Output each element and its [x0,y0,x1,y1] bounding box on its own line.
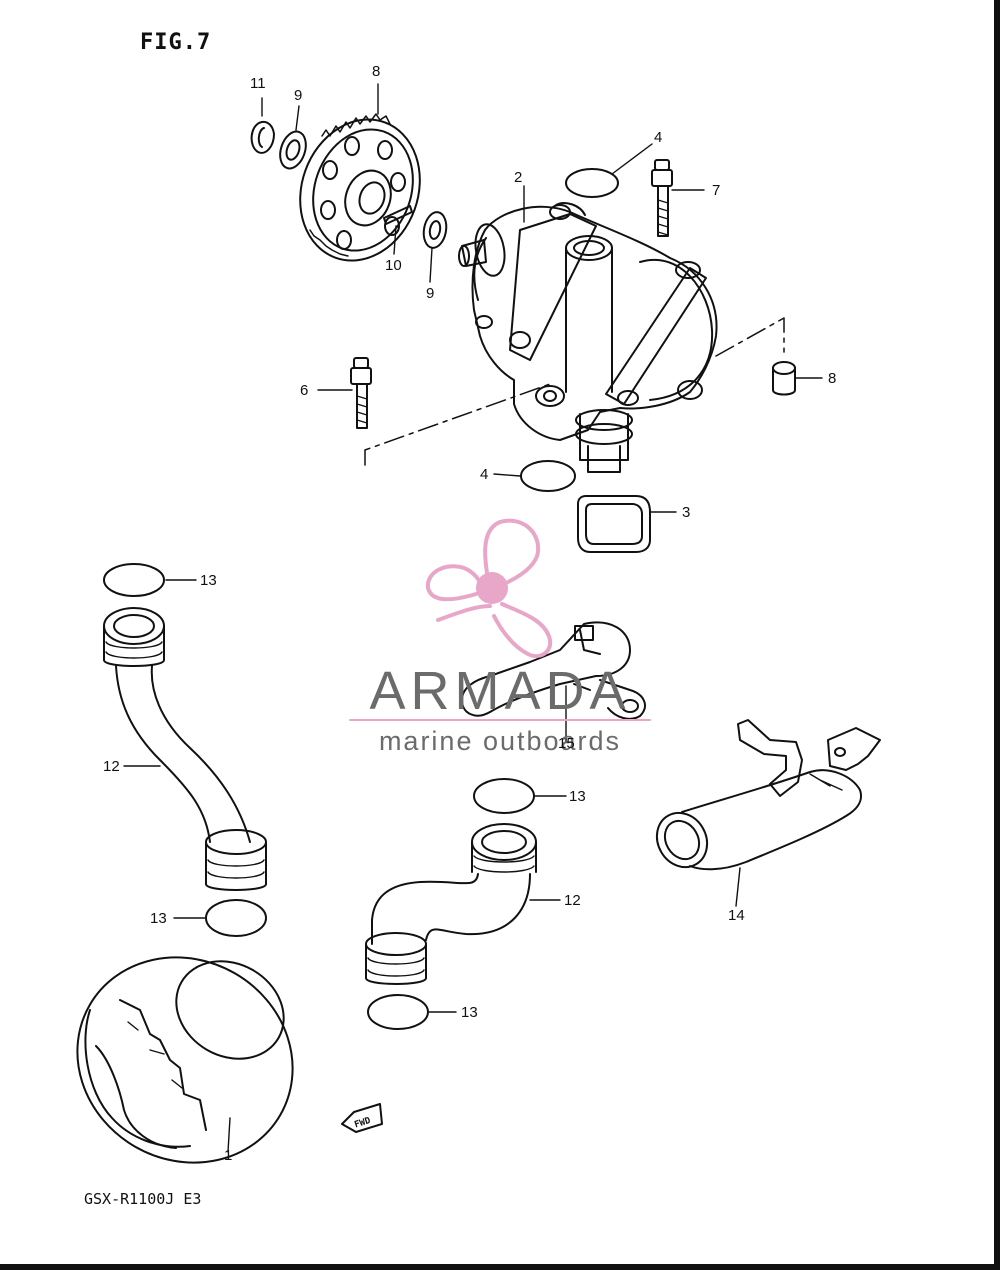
callout-6: 7 [712,182,721,199]
model-code: GSX-R1100J E3 [84,1190,202,1208]
o-ring-d-part [367,994,429,1030]
callout-1: 1 [224,1147,233,1164]
assembly-guide-lines [364,317,785,466]
pin-part [383,205,413,225]
callout-13-d: 13 [461,1004,478,1021]
callout-12-center: 12 [564,892,581,909]
oil-strainer-pipe-part [655,719,881,871]
callout-12-left: 12 [103,758,120,775]
watermark-brand-name: ARMADA [369,661,631,721]
clamp-bracket-part [461,621,646,720]
oil-pump-body-part [458,202,718,473]
callout-14: 14 [728,907,745,924]
callout-4-upper: 4 [654,129,663,146]
armada-logo-propeller [349,518,651,721]
callout-9-left: 9 [294,87,303,104]
callout-4-lower: 4 [480,466,489,483]
o-ring-upper-part [565,168,619,198]
callout-9-right: 9 [426,285,435,302]
callout-13-a: 13 [200,572,217,589]
figure-title: FIG.7 [140,30,212,55]
o-ring-b-part [205,899,267,937]
callout-2: 2 [514,169,523,186]
callout-13-b: 13 [150,910,167,927]
gasket-part [577,495,651,553]
oil-pipe-center-part [365,823,537,985]
watermark-tagline: marine outboards [378,726,622,756]
callout-leader-lines [123,83,823,1153]
fwd-direction-marker: FWD [341,1103,383,1133]
oil-pipe-left-part [103,607,267,891]
callout-15: 15 [558,735,575,752]
fwd-label: FWD [353,1116,372,1131]
callout-3: 3 [682,504,691,521]
washer-left-part [279,130,307,170]
o-ring-lower-part [520,460,576,492]
callout-8: 8 [372,63,381,80]
circlip-part [250,120,275,154]
callout-5: 6 [300,382,309,399]
oil-filter-part [76,956,294,1164]
callout-10: 10 [385,257,402,274]
bolt-right-part [651,159,673,237]
washer-right-part [422,211,448,249]
o-ring-c-part [473,778,535,814]
callout-11: 11 [250,75,266,92]
callout-13-c: 13 [569,788,586,805]
bolt-left-part [350,357,372,429]
dowel-pin-part [772,361,796,396]
o-ring-a-part [103,563,165,597]
page-edge-right [994,0,1000,1270]
pump-gear-part [299,113,421,262]
page-edge-bottom [0,1264,1000,1270]
callout-7: 8 [828,370,837,387]
